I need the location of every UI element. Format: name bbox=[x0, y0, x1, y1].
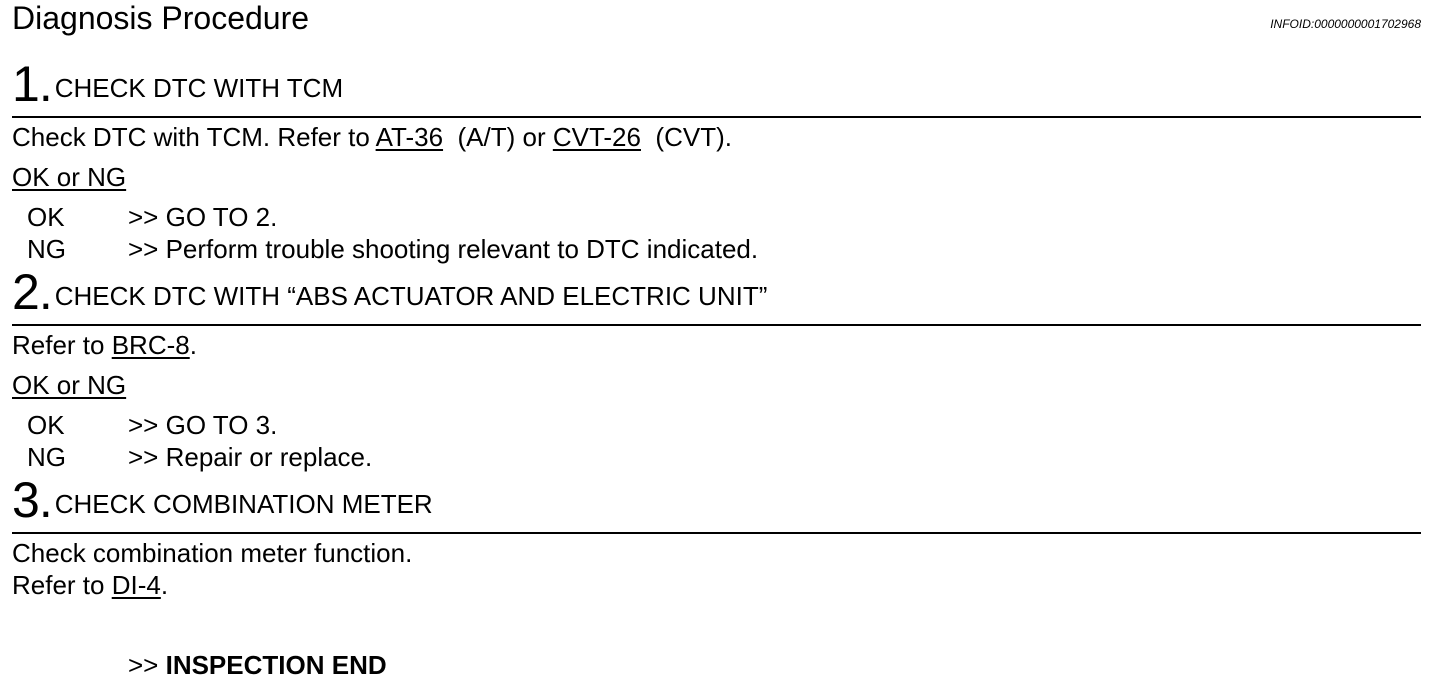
step-1-instruction: Check DTC with TCM. Refer to AT-36 (A/T)… bbox=[12, 122, 732, 152]
step-3-dot: . bbox=[38, 472, 53, 528]
step-2-number: 2 bbox=[12, 264, 40, 320]
step-1-ok-label: OK bbox=[27, 202, 65, 232]
link-at-36[interactable]: AT-36 bbox=[375, 122, 444, 152]
step-2-divider bbox=[12, 324, 1421, 326]
step-3-instruction-suffix: . bbox=[160, 570, 169, 600]
step-1-instruction-suffix: (CVT). bbox=[640, 122, 732, 152]
step-3-instruction-line1: Check combination meter function. bbox=[12, 538, 413, 568]
step-2-ok-or-ng: OK or NG bbox=[12, 370, 127, 400]
link-brc-8[interactable]: BRC-8 bbox=[111, 330, 190, 360]
step-1-ok-action: >> GO TO 2. bbox=[128, 202, 278, 232]
link-cvt-26[interactable]: CVT-26 bbox=[552, 122, 641, 152]
step-1-ng-label: NG bbox=[27, 234, 66, 264]
step-2-instruction: Refer to BRC-8. bbox=[12, 330, 197, 360]
step-1-instruction-middle: (A/T) or bbox=[443, 122, 553, 152]
step-2-instruction-prefix: Refer to bbox=[12, 330, 112, 360]
step-2-instruction-suffix: . bbox=[189, 330, 197, 360]
step-2-dot: . bbox=[38, 264, 53, 320]
inspection-end-arrows: >> bbox=[128, 650, 166, 680]
step-1-title: CHECK DTC WITH TCM bbox=[54, 73, 344, 103]
step-2-ok-action: >> GO TO 3. bbox=[128, 410, 278, 440]
step-2-title: CHECK DTC WITH “ABS ACTUATOR AND ELECTRI… bbox=[54, 281, 768, 311]
step-3-heading: 3.CHECK COMBINATION METER bbox=[12, 472, 433, 528]
step-3-title: CHECK COMBINATION METER bbox=[54, 489, 433, 519]
step-2-ng-action: >> Repair or replace. bbox=[128, 442, 373, 472]
step-1-divider bbox=[12, 116, 1421, 118]
step-2-heading: 2.CHECK DTC WITH “ABS ACTUATOR AND ELECT… bbox=[12, 264, 768, 320]
step-1-dot: . bbox=[38, 56, 53, 112]
page-title: Diagnosis Procedure bbox=[12, 0, 310, 36]
step-3-instruction-line2: Refer to DI-4. bbox=[12, 570, 168, 600]
step-1-ng-action: >> Perform trouble shooting relevant to … bbox=[128, 234, 759, 264]
link-di-4[interactable]: DI-4 bbox=[111, 570, 161, 600]
step-3-instruction-prefix: Refer to bbox=[12, 570, 112, 600]
step-2-ng-label: NG bbox=[27, 442, 66, 472]
inspection-end: >> INSPECTION END bbox=[128, 650, 387, 680]
step-2-ok-label: OK bbox=[27, 410, 65, 440]
step-3-number: 3 bbox=[12, 472, 40, 528]
step-1-number: 1 bbox=[12, 56, 40, 112]
inspection-end-text: INSPECTION END bbox=[165, 650, 387, 680]
step-3-divider bbox=[12, 532, 1421, 534]
info-id: INFOID:0000000001702968 bbox=[1270, 17, 1421, 31]
step-1-instruction-prefix: Check DTC with TCM. Refer to bbox=[12, 122, 376, 152]
step-1-ok-or-ng: OK or NG bbox=[12, 162, 127, 192]
step-1-heading: 1.CHECK DTC WITH TCM bbox=[12, 56, 344, 112]
